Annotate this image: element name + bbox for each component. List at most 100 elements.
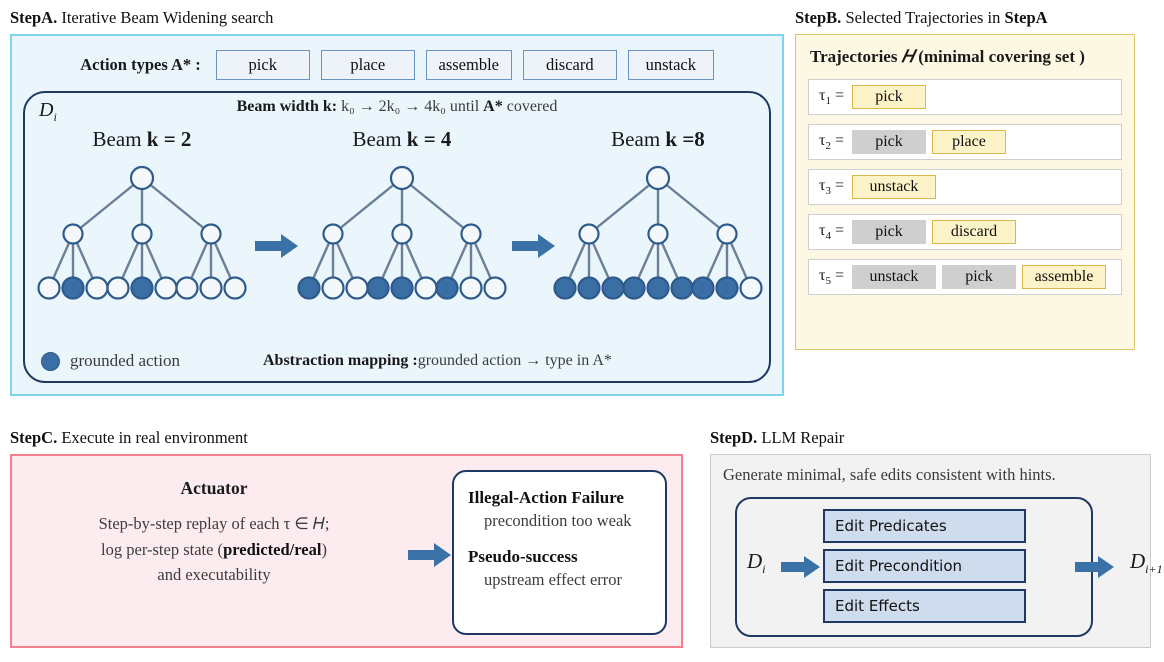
step-d-section: StepD. LLM Repair Generate minimal, safe…: [710, 428, 1163, 648]
tree-mid-node-1: [647, 223, 669, 245]
step-d-title-bold: StepD.: [710, 428, 758, 447]
failure-sub-precondition: precondition too weak: [484, 511, 632, 530]
beam-tree-k2-title: Beam k = 2: [33, 127, 251, 152]
tree-leaf-node-6: [175, 276, 199, 300]
tree-leaf-node-1: [321, 276, 345, 300]
di-letter: D: [39, 99, 54, 121]
tree-mid-node-0: [322, 223, 344, 245]
actuator-line-2a: log per-step state (: [101, 539, 224, 559]
step-b-title-rest: Selected Trajectories in: [841, 8, 1005, 27]
tree-leaf-node-0: [37, 276, 61, 300]
tree-flow-arrow-1: [255, 234, 298, 258]
trajectory-token-pick[interactable]: pick: [851, 130, 926, 154]
repair-output-label: Di+1: [1130, 549, 1163, 577]
actuator-body: Step-by-step replay of each τ ∈ 𝐻; log p…: [24, 511, 404, 588]
tree-leaf-node-4: [130, 276, 154, 300]
step-b-section: StepB. Selected Trajectories in StepA Tr…: [795, 8, 1155, 350]
trajectory-label: τ1 =: [819, 86, 844, 108]
grounded-action-dot-icon: [41, 351, 60, 371]
tree-leaf-node-5: [670, 276, 694, 300]
step-c-section: StepC. Execute in real environment Actua…: [10, 428, 690, 648]
tree-root-node: [645, 165, 671, 191]
failure-title-illegal-action: Illegal-Action Failure: [468, 488, 624, 507]
tree-mid-node-1: [131, 223, 153, 245]
trajectory-token-pick[interactable]: pick: [851, 85, 926, 109]
trajectory-token-pick[interactable]: pick: [851, 220, 926, 244]
tree-leaf-node-5: [154, 276, 178, 300]
step-c-title: StepC. Execute in real environment: [10, 428, 690, 448]
edit-operations-stack: Edit Predicates Edit Precondition Edit E…: [823, 509, 1026, 623]
repair-arrow-out: [1075, 556, 1114, 578]
repair-output-subscript: i+1: [1145, 562, 1163, 577]
action-types-label: Action types A* :: [80, 55, 201, 74]
legend-grounded-action: grounded action: [41, 351, 180, 371]
repair-output-letter: D: [1130, 549, 1146, 573]
tree-mid-node-2: [200, 223, 222, 245]
beam-tree-k4-title: Beam k = 4: [293, 127, 511, 152]
beam-width-tail: covered: [506, 98, 558, 115]
trajectory-row: τ1 = pick: [808, 79, 1122, 115]
tree-leaf-node-2: [85, 276, 109, 300]
step-b-title-bold2: StepA: [1004, 8, 1048, 27]
repair-arrow-in: [781, 556, 820, 578]
tree-leaf-node-8: [739, 276, 763, 300]
actuator-title: Actuator: [180, 478, 248, 498]
trajectory-token-place[interactable]: place: [931, 130, 1006, 154]
action-chip-assemble[interactable]: assemble: [425, 50, 512, 80]
action-chip-pick[interactable]: pick: [215, 50, 310, 80]
action-chip-place[interactable]: place: [320, 50, 415, 80]
tree-leaf-node-7: [199, 276, 223, 300]
actuator-block: Actuator Step-by-step replay of each τ ∈…: [24, 478, 404, 588]
trajectory-row: τ3 = unstack: [808, 169, 1122, 205]
tree-leaf-node-4: [646, 276, 670, 300]
trajectory-token-pick[interactable]: pick: [941, 265, 1016, 289]
domain-model-label-di: Di: [39, 99, 57, 125]
tree-leaf-node-2: [601, 276, 625, 300]
edit-precondition-button[interactable]: Edit Precondition: [823, 549, 1026, 583]
edit-effects-button[interactable]: Edit Effects: [823, 589, 1026, 623]
failure-sub-upstream: upstream effect error: [484, 570, 623, 589]
actuator-to-failure-arrow: [408, 543, 451, 567]
step-a-title-rest: Iterative Beam Widening search: [57, 8, 274, 27]
tree-flow-arrow-2: [512, 234, 555, 258]
tree-leaf-node-0: [297, 276, 321, 300]
trajectory-token-unstack[interactable]: unstack: [851, 175, 936, 199]
abstraction-mapping-value: grounded action → type in A*: [417, 352, 612, 369]
tree-leaf-node-3: [366, 276, 390, 300]
tree-leaf-node-0: [553, 276, 577, 300]
tree-mid-node-0: [578, 223, 600, 245]
beam-tree-k2: Beam k = 2: [33, 127, 251, 316]
action-chip-unstack[interactable]: unstack: [627, 50, 714, 80]
trajectories-header: Trajectories 𝐻 (minimal covering set ): [810, 47, 1122, 67]
tree-mid-node-1: [391, 223, 413, 245]
step-d-title-rest: LLM Repair: [757, 428, 845, 447]
tree-graphic-k4: [297, 165, 507, 300]
action-chip-discard[interactable]: discard: [522, 50, 617, 80]
step-c-title-bold: StepC.: [10, 428, 58, 447]
abstraction-mapping-line: Abstraction mapping :grounded action → t…: [263, 352, 612, 370]
tree-leaf-node-8: [223, 276, 247, 300]
trajectory-label: τ3 =: [819, 176, 844, 198]
legend-label: grounded action: [70, 351, 180, 370]
tree-leaf-node-1: [61, 276, 85, 300]
tree-leaf-node-6: [435, 276, 459, 300]
step-d-panel: Generate minimal, safe edits consistent …: [710, 454, 1163, 648]
trajectory-token-discard[interactable]: discard: [931, 220, 1016, 244]
beam-width-label: Beam width k:: [236, 98, 338, 115]
actuator-line-2c: ): [321, 539, 327, 559]
beam-search-container: Di Beam width k: k₀ → 2k₀ → 4k₀ until A*…: [23, 91, 771, 383]
abstraction-mapping-label: Abstraction mapping :: [263, 352, 418, 369]
beam-tree-k8-title-bold: k =8: [665, 127, 705, 151]
tree-leaf-node-6: [691, 276, 715, 300]
actuator-line-2-bold: predicted/real: [223, 539, 322, 559]
beam-tree-k2-title-bold: k = 2: [146, 127, 192, 151]
edit-predicates-button[interactable]: Edit Predicates: [823, 509, 1026, 543]
trajectory-token-assemble[interactable]: assemble: [1021, 265, 1106, 289]
beam-width-astar: A*: [483, 98, 503, 115]
beam-tree-k2-title-prefix: Beam: [92, 127, 147, 151]
tree-leaf-node-5: [414, 276, 438, 300]
trajectory-label: τ4 =: [819, 221, 844, 243]
trajectory-token-unstack[interactable]: unstack: [851, 265, 936, 289]
